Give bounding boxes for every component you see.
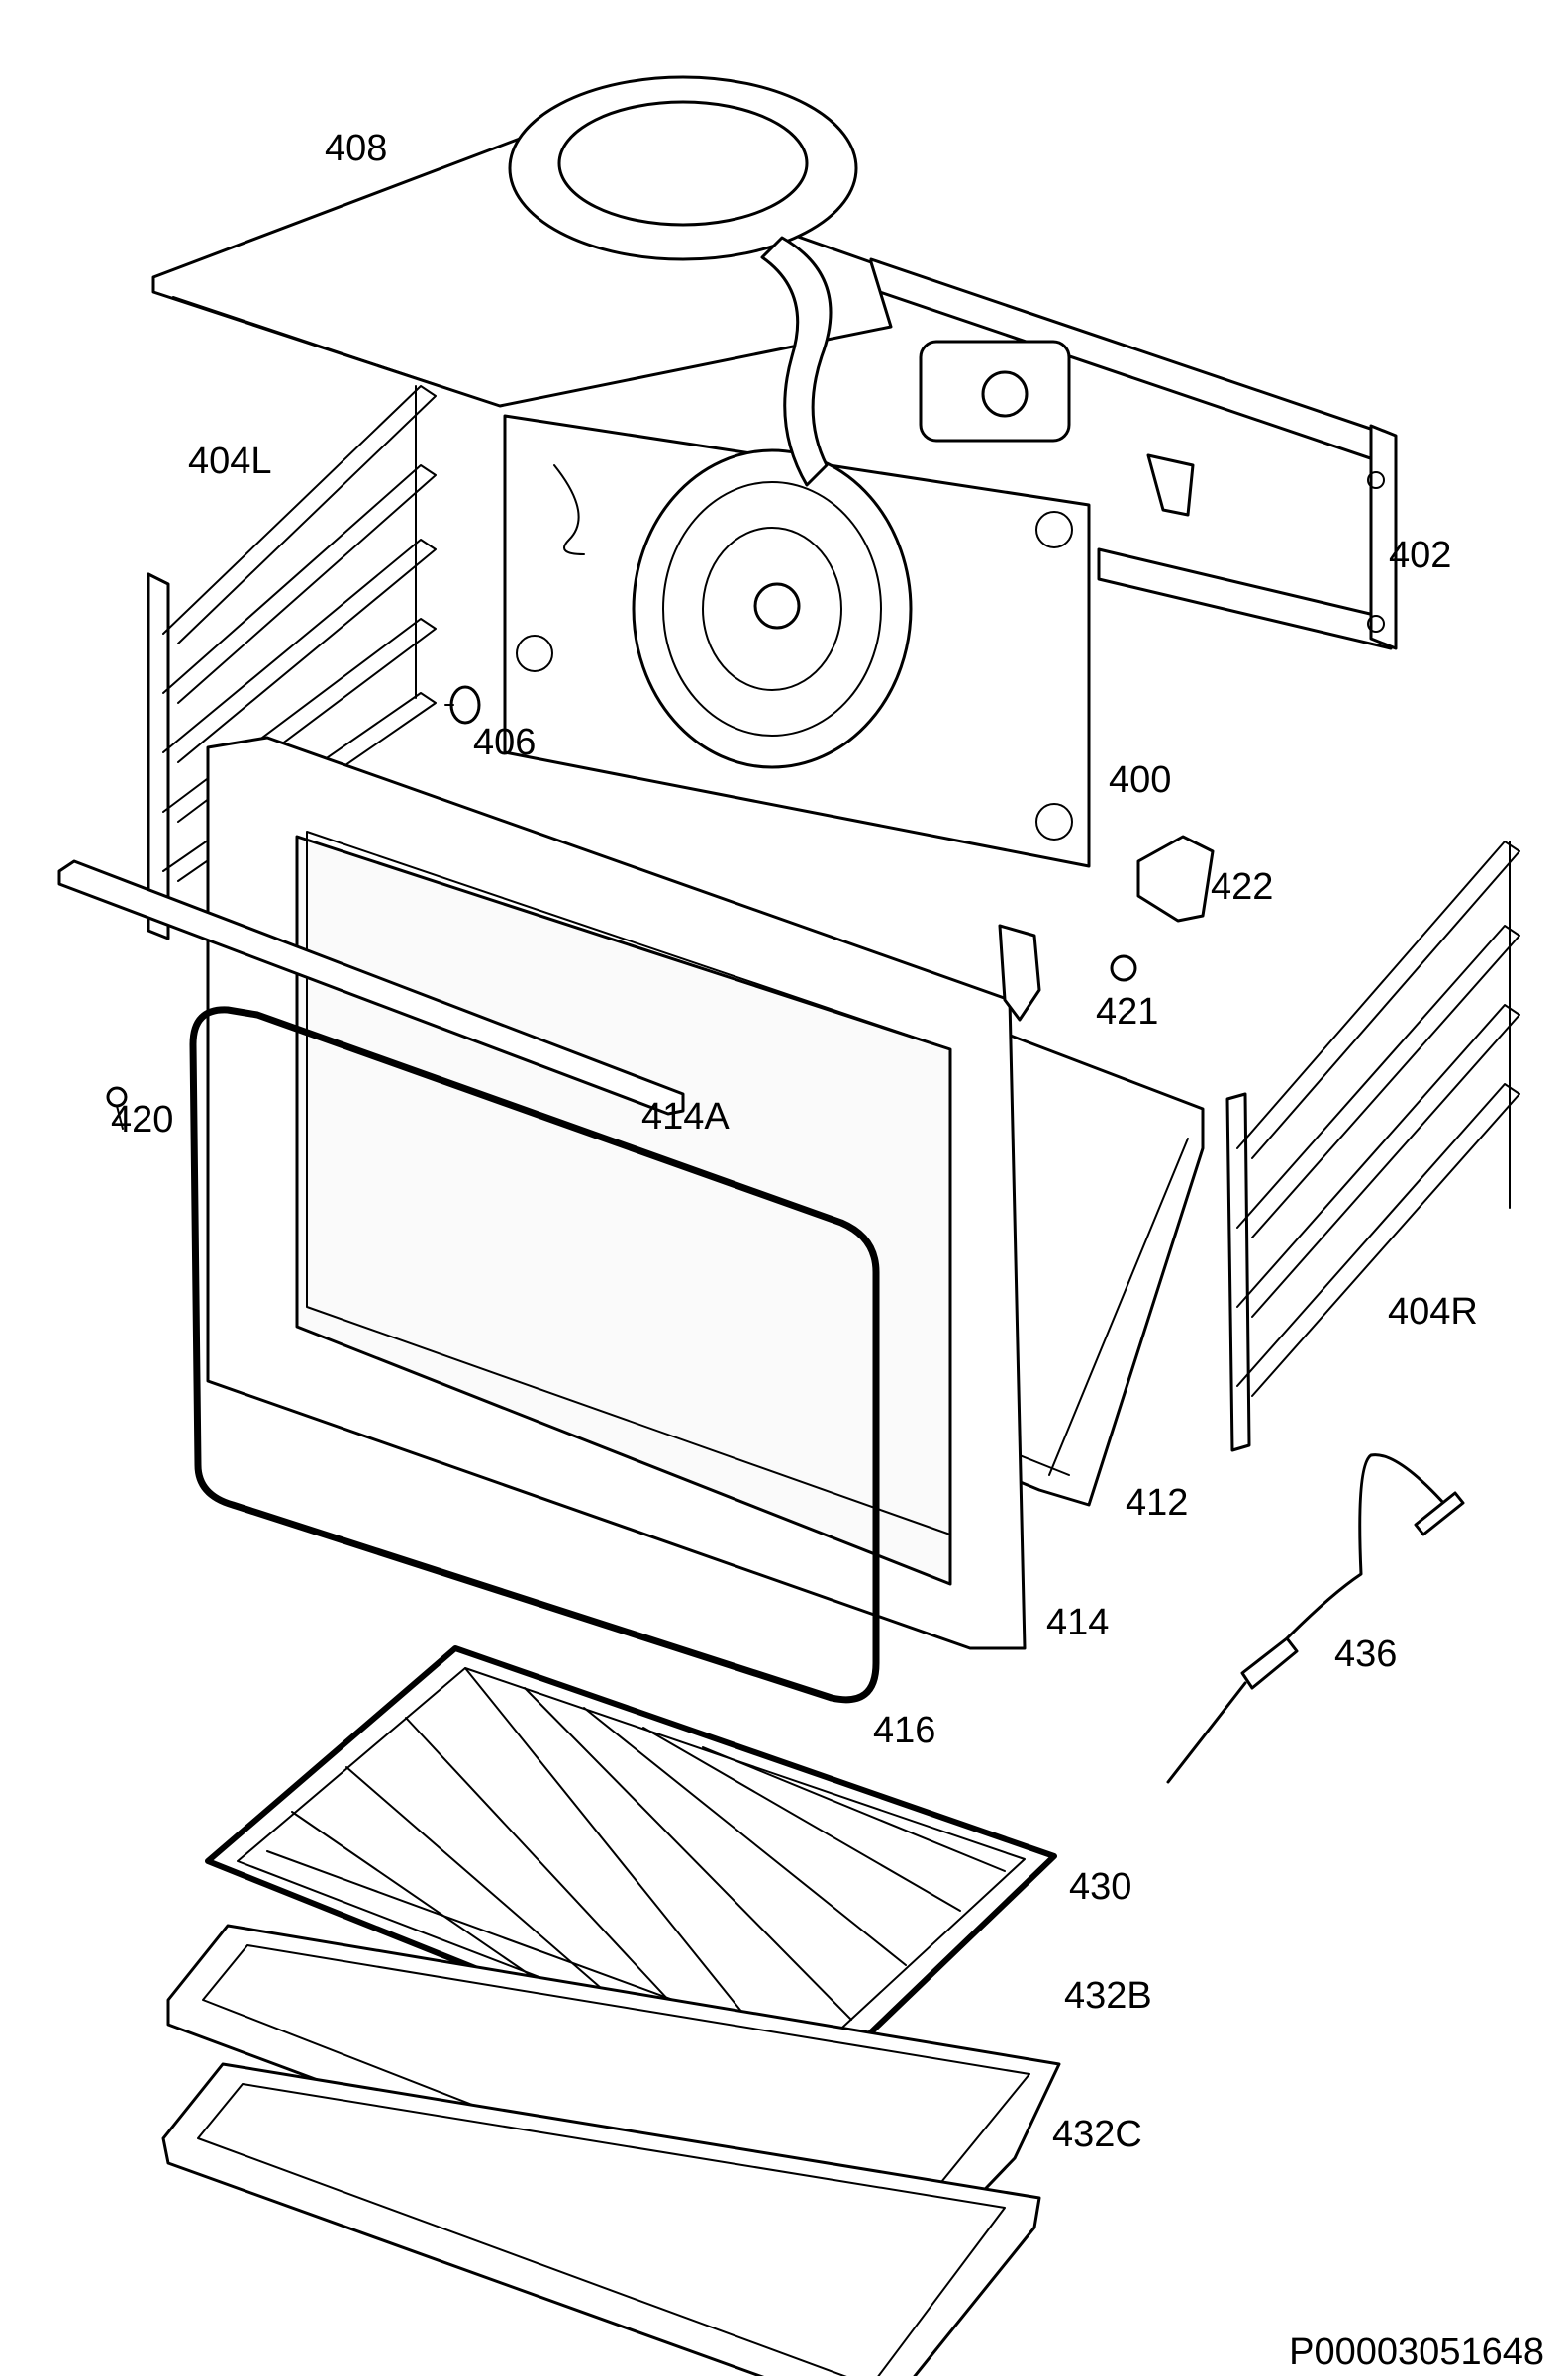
label-404R: 404R bbox=[1388, 1291, 1478, 1333]
part-422-lamp-holder bbox=[1136, 835, 1215, 923]
part-404L-left-shelf-support bbox=[147, 385, 437, 940]
label-404L: 404L bbox=[188, 441, 272, 482]
label-421: 421 bbox=[1096, 991, 1158, 1033]
document-id: P00003051648 bbox=[1289, 2331, 1544, 2373]
part-414A-bar bbox=[57, 859, 685, 1116]
part-402-rear-rail bbox=[869, 257, 1398, 650]
part-416-door-seal bbox=[189, 1006, 880, 1704]
label-432B: 432B bbox=[1064, 1975, 1152, 2017]
label-420: 420 bbox=[111, 1099, 173, 1140]
part-421-screw bbox=[1110, 954, 1137, 982]
part-406-knob bbox=[444, 685, 481, 725]
label-432C: 432C bbox=[1052, 2114, 1142, 2155]
label-412: 412 bbox=[1126, 1482, 1188, 1524]
part-408-top-cover bbox=[151, 75, 893, 487]
part-420-screw bbox=[106, 1086, 128, 1130]
label-414A: 414A bbox=[641, 1096, 730, 1138]
label-402: 402 bbox=[1389, 535, 1451, 576]
part-414-front-frame bbox=[206, 736, 1041, 1650]
label-436: 436 bbox=[1334, 1634, 1397, 1675]
label-416: 416 bbox=[873, 1710, 935, 1751]
label-422: 422 bbox=[1211, 866, 1273, 908]
part-432C-deep-tray bbox=[161, 2062, 1041, 2376]
part-436-meat-probe bbox=[1166, 1453, 1465, 1784]
part-400-back-panel bbox=[503, 414, 1091, 868]
label-414: 414 bbox=[1046, 1602, 1109, 1643]
label-406: 406 bbox=[473, 722, 536, 763]
label-400: 400 bbox=[1109, 759, 1171, 801]
label-408: 408 bbox=[325, 128, 387, 169]
label-430: 430 bbox=[1069, 1866, 1131, 1908]
part-404R-right-shelf-support bbox=[1225, 841, 1520, 1452]
